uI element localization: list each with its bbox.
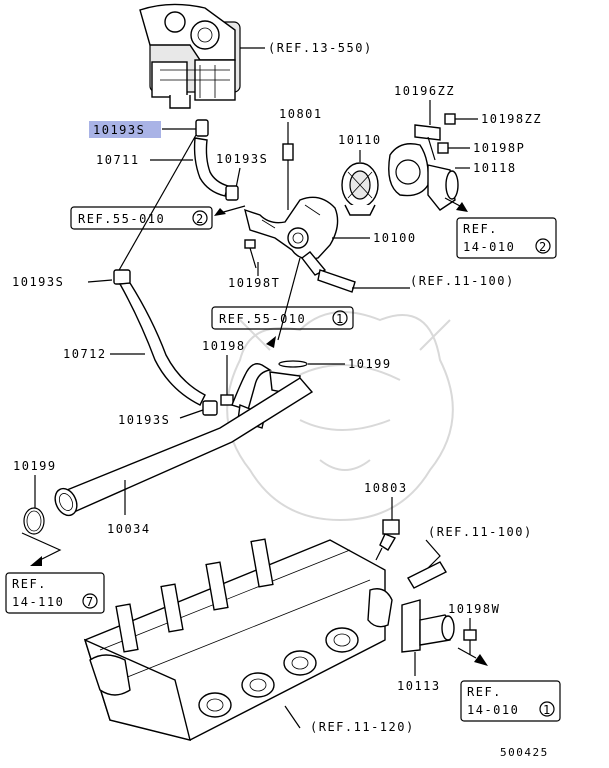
o-ring-10199-left xyxy=(23,507,45,535)
part-10034-label: 10034 xyxy=(107,522,151,536)
water-pipe-10034 xyxy=(54,377,314,517)
bolt-10198zz xyxy=(444,113,456,125)
svg-text:2: 2 xyxy=(539,240,548,254)
part-10113-label: 10113 xyxy=(397,679,441,693)
ref-14-110-box-7[interactable]: REF. 14-110 7 xyxy=(5,572,105,614)
part-10193s-low-label: 10193S xyxy=(118,413,170,427)
water-inlet-10118 xyxy=(427,164,459,211)
part-10198zz-label: 10198ZZ xyxy=(481,112,542,126)
part-10100-label: 10100 xyxy=(373,231,417,245)
part-10198p-label: 10198P xyxy=(473,141,525,155)
hose-clamp-10193s-mid xyxy=(225,185,239,201)
o-ring-10199-right xyxy=(278,360,308,368)
ref-55-010-box-2[interactable]: REF.55-010 2 xyxy=(70,206,213,230)
part-10711-label: 10711 xyxy=(96,153,140,167)
part-10196zz-label: 10196ZZ xyxy=(394,84,455,98)
highlight-box xyxy=(89,121,161,138)
part-10801-label: 10801 xyxy=(279,107,323,121)
arrow-up-icon xyxy=(266,336,276,348)
svg-text:7: 7 xyxy=(86,595,95,609)
bypass-pipe-lower xyxy=(407,561,447,589)
svg-text:2: 2 xyxy=(196,212,205,226)
part-10198t-label: 10198T xyxy=(228,276,280,290)
part-10712-label: 10712 xyxy=(63,347,107,361)
arrow-right-down-icon xyxy=(474,654,488,666)
svg-text:REF.55-010: REF.55-010 xyxy=(219,312,306,326)
ref-55-010-box-1[interactable]: REF.55-010 1 xyxy=(211,306,354,330)
water-inlet-10113 xyxy=(401,599,455,653)
svg-text:14-010: 14-010 xyxy=(467,703,519,717)
part-10198w-label: 10198W xyxy=(448,602,500,616)
arrow-right-icon xyxy=(456,202,468,212)
part-10193s-top-label: 10193S xyxy=(93,123,145,137)
part-10199-left-label: 10199 xyxy=(13,459,57,473)
throttle-body-assembly xyxy=(139,3,241,109)
part-10193s-left-label: 10193S xyxy=(12,275,64,289)
svg-text:1: 1 xyxy=(336,312,345,326)
part-10803-label: 10803 xyxy=(364,481,408,495)
ref-11-120-label: (REF.11-120) xyxy=(310,720,415,734)
hose-clamp-10193s-left xyxy=(113,269,131,285)
cylinder-head-assembly xyxy=(83,538,393,741)
part-10110-label: 10110 xyxy=(338,133,382,147)
water-outlet-10100 xyxy=(244,196,339,276)
svg-text:REF.: REF. xyxy=(467,685,502,699)
ref-13-550-label: (REF.13-550) xyxy=(268,41,373,55)
sensor-10803 xyxy=(375,519,400,561)
hose-10712 xyxy=(118,282,206,406)
svg-text:1: 1 xyxy=(543,703,552,717)
hose-clamp-10193s-top xyxy=(195,119,209,137)
svg-text:REF.: REF. xyxy=(12,577,47,591)
bracket-10196zz xyxy=(414,124,441,161)
part-10198-label: 10198 xyxy=(202,339,246,353)
thermostat-10110 xyxy=(341,162,379,216)
part-10193s-mid-label: 10193S xyxy=(216,152,268,166)
hose-10711 xyxy=(193,137,229,197)
part-10118-label: 10118 xyxy=(473,161,517,175)
ref-11-100-label-a: (REF.11-100) xyxy=(410,274,515,288)
ref-14-010-box-1[interactable]: REF. 14-010 1 xyxy=(460,680,561,722)
gasket-10118 xyxy=(388,143,430,197)
bolt-10198t xyxy=(244,239,257,269)
sensor-10801 xyxy=(282,143,294,210)
bolt-10198 xyxy=(220,394,234,406)
bolt-10198w xyxy=(463,629,477,655)
ref-14-010-box-2[interactable]: REF. 14-010 2 xyxy=(456,217,557,259)
arrow-down-left-icon xyxy=(30,556,42,566)
diagram-id: 500425 xyxy=(500,746,549,759)
hose-clamp-10193s-low xyxy=(202,400,218,416)
part-10199-right-label: 10199 xyxy=(348,357,392,371)
svg-text:14-110: 14-110 xyxy=(12,595,64,609)
svg-text:REF.55-010: REF.55-010 xyxy=(78,212,165,226)
arrow-left-icon xyxy=(214,208,226,216)
ref-11-100-label-b: (REF.11-100) xyxy=(428,525,533,539)
bolt-10198p xyxy=(437,142,449,154)
svg-text:14-010: 14-010 xyxy=(463,240,515,254)
bypass-pipe-short xyxy=(317,269,356,293)
svg-text:REF.: REF. xyxy=(463,222,498,236)
